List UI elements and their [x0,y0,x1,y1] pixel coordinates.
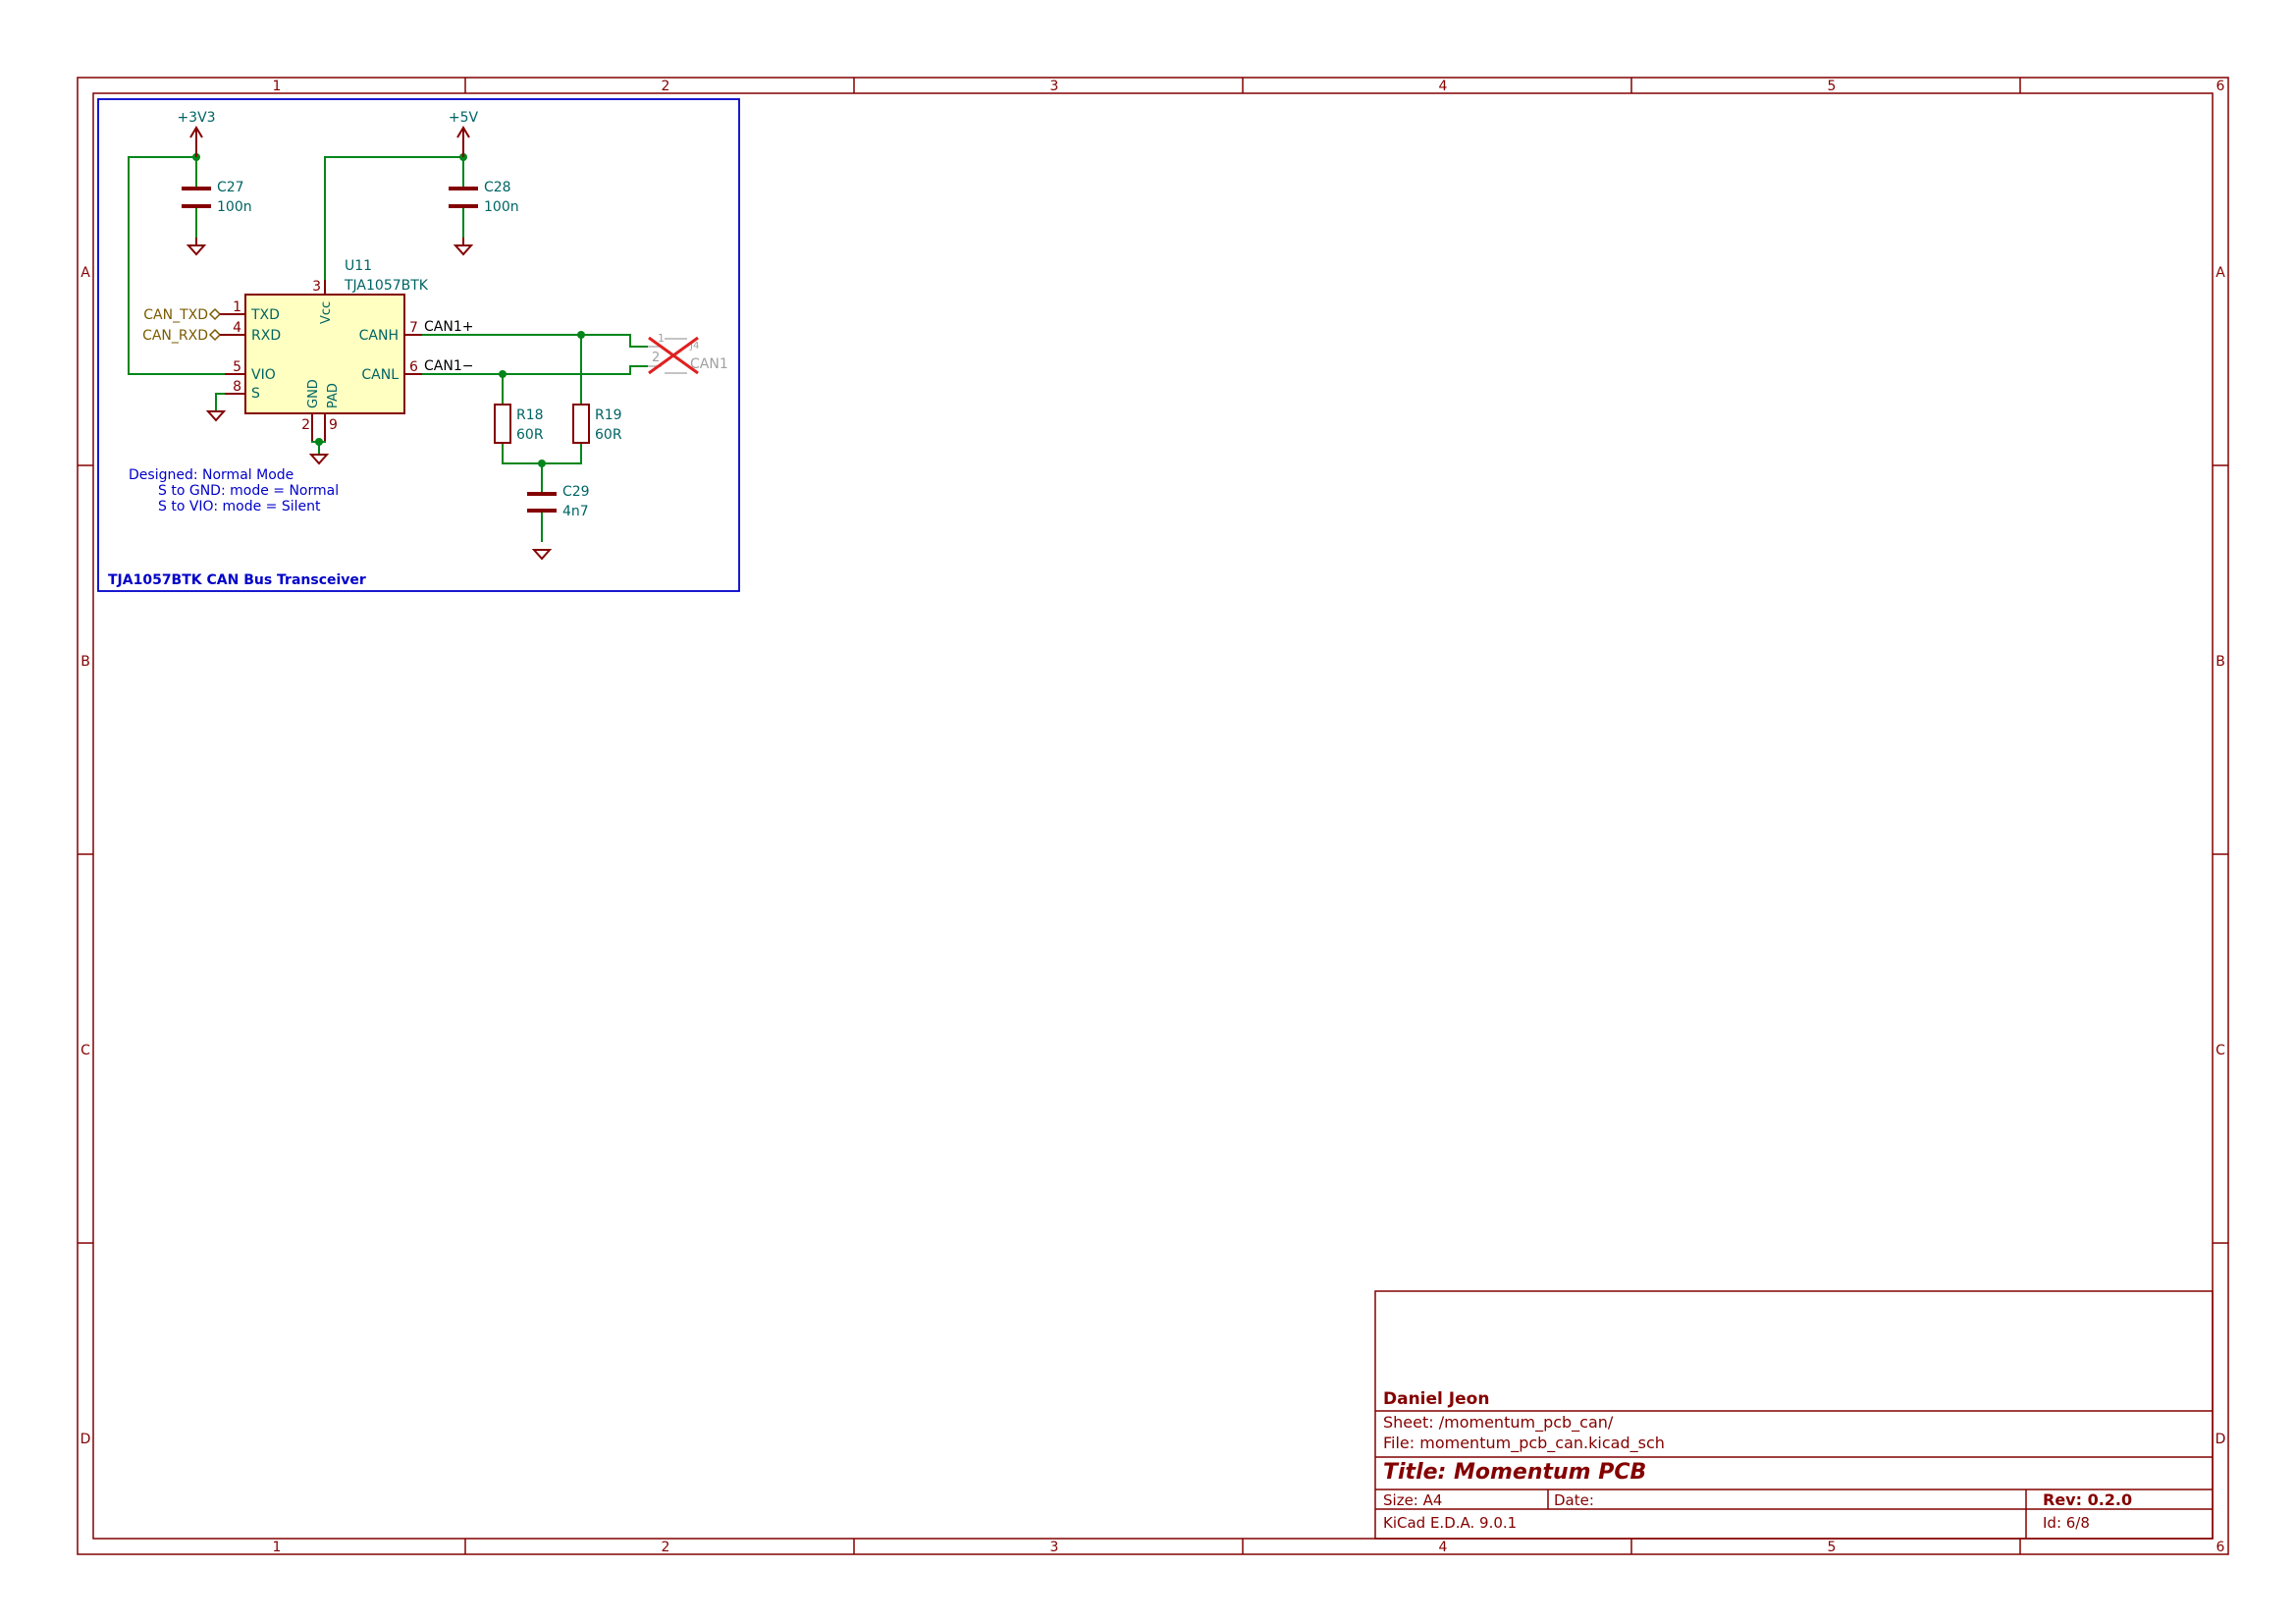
hier-label-can-rxd: CAN_RXD [142,328,225,344]
col-label-top-5: 5 [1828,79,1837,94]
col-label-top-2: 2 [662,79,670,94]
sheet-path-text: Sheet: /momentum_pcb_can/ [1383,1413,1614,1433]
ground-symbol-s-pin [205,410,227,422]
r18-ref: R18 [516,407,544,423]
design-note: Designed: Normal Mode S to GND: mode = N… [129,467,339,514]
drawing-frame: 1 2 3 4 5 6 1 2 3 4 5 6 A B C D A B C D [77,77,2229,1555]
row-label-right-b: B [2216,654,2225,670]
connector-ref: J4 [689,341,699,352]
c28-value: 100n [484,199,519,215]
pin-vcc-number: 3 [312,279,321,295]
row-label-left-b: B [80,654,90,670]
pin-pad-number: 9 [329,417,338,433]
col-label-top-3: 3 [1050,79,1059,94]
pin-gnd-number: 2 [301,417,310,433]
row-label-left-a: A [80,265,90,281]
pin-rxd-number: 4 [233,320,241,336]
capacitor-c27: C27 100n [182,180,252,215]
pin-s-number: 8 [233,379,241,395]
ground-symbol-c28 [453,238,474,256]
pin-s-name: S [251,386,260,402]
col-label-top-1: 1 [273,79,282,94]
connector-pin2-number: 2 [652,351,660,365]
title-block: Daniel Jeon Sheet: /momentum_pcb_can/ Fi… [1374,1290,2214,1540]
author-text: Daniel Jeon [1383,1389,1489,1409]
pin-vcc-name: Vcc [319,301,334,324]
c29-value: 4n7 [562,504,589,519]
circuit-block-outline [97,98,740,592]
ground-symbol-c29 [531,549,553,561]
c29-ref: C29 [562,484,590,500]
note-line-2: S to GND: mode = Normal [158,483,339,499]
u11-ref: U11 [345,258,372,274]
pin-rxd-name: RXD [251,328,281,344]
size-text: Size: A4 [1383,1491,1442,1509]
wires [128,156,648,542]
col-label-top-4: 4 [1439,79,1448,94]
pin-pad-name: PAD [326,383,341,408]
r19-value: 60R [595,427,622,443]
ground-symbol-c27 [186,238,207,256]
pin-txd-number: 1 [233,299,241,315]
can-txd-label: CAN_TXD [143,307,208,323]
date-text: Date: [1554,1491,1594,1509]
resistor-r18: R18 60R [494,404,544,444]
revision-text: Rev: 0.2.0 [2043,1490,2132,1509]
row-label-right-a: A [2216,265,2225,281]
r19-ref: R19 [595,407,622,423]
pin-gnd-name: GND [306,379,321,408]
power-5v-symbol: +5V [449,110,479,157]
u11-value: TJA1057BTK [344,278,429,294]
title-text: Title: Momentum PCB [1383,1460,1646,1485]
c28-ref: C28 [484,180,511,195]
net-label-can1-plus: CAN1+ [424,319,473,335]
pin-vio-name: VIO [251,367,276,383]
pin-canl-number: 6 [409,359,418,375]
row-label-left-c: C [80,1043,90,1058]
pin-canh-number: 7 [409,320,418,336]
ic-u11: U11 TJA1057BTK 1 4 5 8 3 7 6 2 9 TXD RXD… [225,258,429,441]
col-label-bottom-4: 4 [1439,1540,1448,1555]
note-line-1: Designed: Normal Mode [129,467,294,483]
can-rxd-label: CAN_RXD [142,328,208,344]
pin-txd-name: TXD [250,307,280,323]
pin-canh-name: CANH [359,328,399,344]
connector-pin1-number: 1 [658,332,665,345]
circuit-block-title: TJA1057BTK CAN Bus Transceiver [108,572,366,588]
capacitor-c28: C28 100n [449,180,519,215]
no-connect-x-icon [648,336,699,375]
col-label-bottom-3: 3 [1050,1540,1059,1555]
c27-value: 100n [217,199,252,215]
ground-symbol-u11 [308,454,330,465]
col-label-bottom-6: 6 [2216,1540,2225,1555]
c27-ref: C27 [217,180,244,195]
net-label-can1-minus: CAN1− [424,358,473,374]
sheet-id-text: Id: 6/8 [2043,1514,2090,1532]
hier-label-can-txd: CAN_TXD [143,307,225,323]
power-3v3-label: +3V3 [177,110,215,126]
row-label-left-d: D [80,1432,91,1447]
connector-can1: 1 2 J4 CAN1 [648,332,728,375]
pin-vio-number: 5 [233,359,241,375]
col-label-bottom-2: 2 [662,1540,670,1555]
capacitor-c29: C29 4n7 [527,484,590,519]
col-label-bottom-5: 5 [1828,1540,1837,1555]
power-5v-label: +5V [449,110,479,126]
pin-canl-name: CANL [361,367,399,383]
col-label-top-6: 6 [2216,79,2225,94]
row-label-right-d: D [2216,1432,2226,1447]
resistor-r19: R19 60R [572,404,622,444]
note-line-3: S to VIO: mode = Silent [158,499,321,514]
file-name-text: File: momentum_pcb_can.kicad_sch [1383,1434,1665,1453]
tool-version-text: KiCad E.D.A. 9.0.1 [1383,1514,1517,1532]
row-label-right-c: C [2216,1043,2225,1058]
connector-name: CAN1 [690,356,728,372]
r18-value: 60R [516,427,544,443]
power-3v3-symbol: +3V3 [177,110,216,157]
col-label-bottom-1: 1 [273,1540,282,1555]
